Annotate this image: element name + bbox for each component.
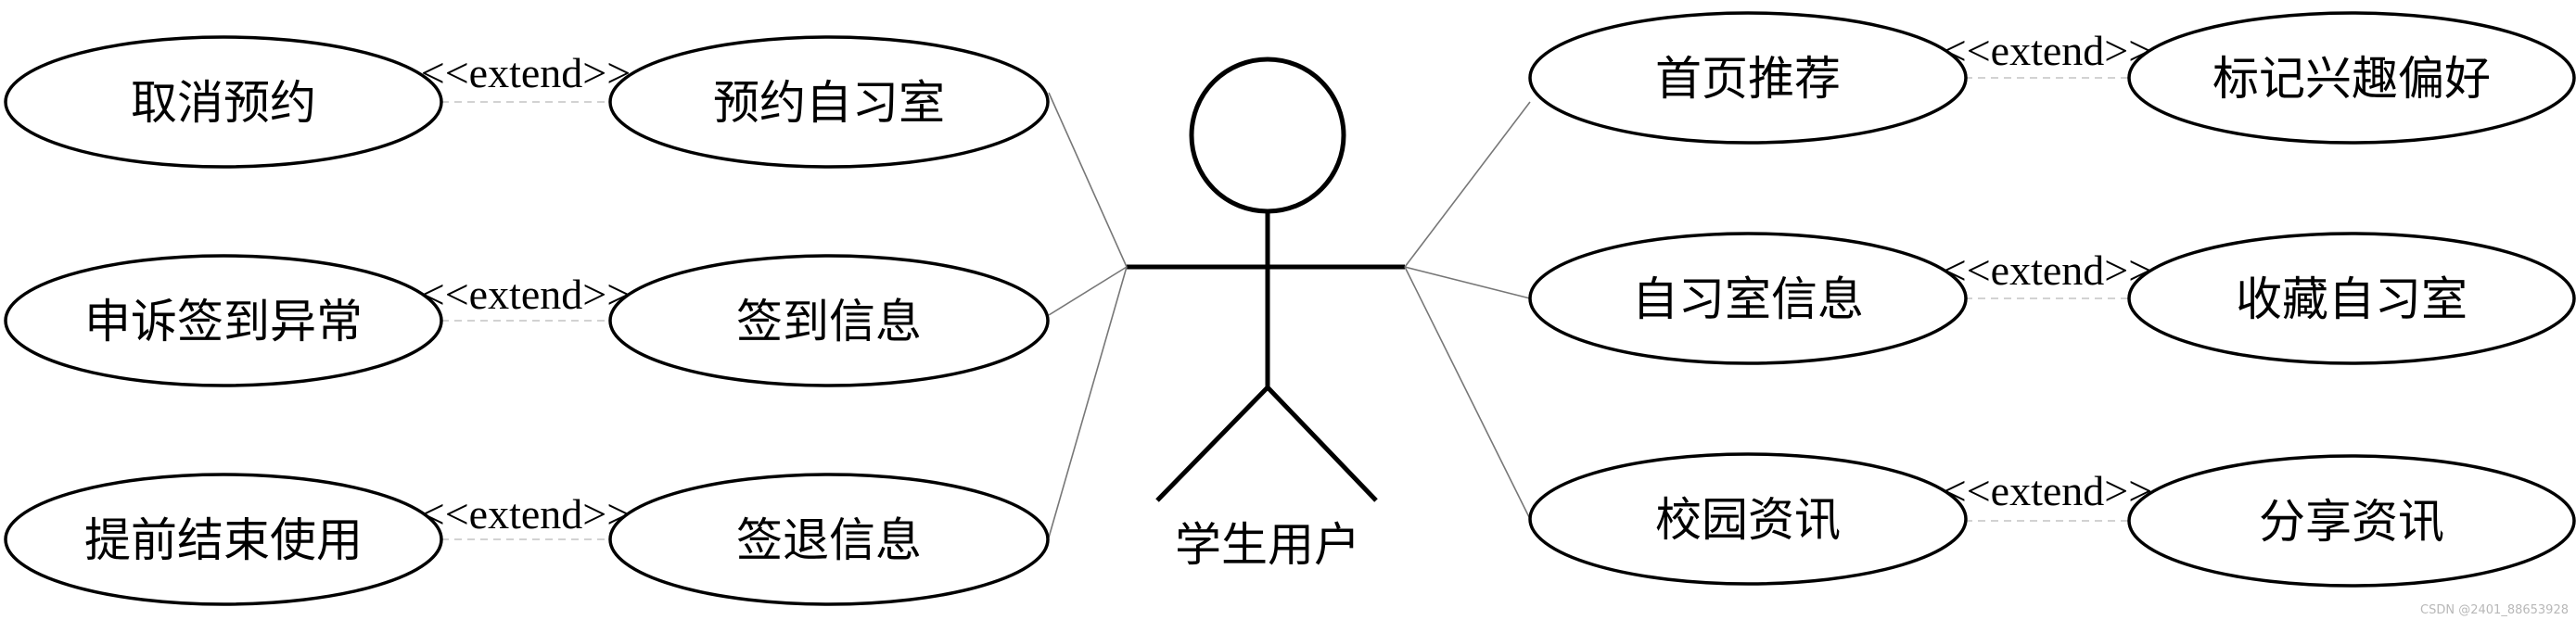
use-case-ellipse: [608, 35, 1050, 169]
use-case-ellipse: [2127, 232, 2576, 365]
use-case-label: 预约自习室: [713, 76, 945, 130]
use-case-label: 签退信息: [736, 513, 922, 567]
use-case-label: 收藏自习室: [2236, 272, 2468, 326]
extend-stereotype: <<extend>>: [1943, 27, 2152, 74]
watermark: CSDN @2401_88653928: [2420, 603, 2569, 617]
actor-left-leg: [1155, 386, 1269, 502]
use-case-label: 分享资讯: [2259, 495, 2444, 549]
association-line-home: [1404, 101, 1531, 268]
use-case-label: 提前结束使用: [84, 513, 363, 567]
association-line-checkout: [1048, 266, 1128, 538]
use-case-favorite-room: 收藏自习室: [2127, 232, 2576, 365]
use-case-reserve-study-room: 预约自习室: [608, 35, 1050, 169]
use-case-appeal-checkin: 申诉签到异常: [4, 254, 443, 387]
use-case-label: 取消预约: [131, 76, 316, 130]
extend-stereotype: <<extend>>: [421, 490, 631, 538]
use-case-label: 标记兴趣偏好: [2213, 52, 2491, 106]
use-case-campus-news: 校园资讯: [1528, 452, 1968, 586]
use-case-label: 校园资讯: [1655, 493, 1841, 547]
left-use-cases: 取消预约 预约自习室 <<extend>> 申诉签到异常 签到信息 <<exte…: [4, 35, 1050, 606]
use-case-ellipse: [2127, 454, 2576, 588]
actor-head: [1189, 57, 1346, 214]
use-case-ellipse: [4, 473, 443, 606]
use-case-mark-interest: 标记兴趣偏好: [2127, 11, 2576, 145]
extend-stereotype: <<extend>>: [1943, 467, 2152, 514]
use-case-cancel-reservation: 取消预约: [4, 35, 443, 169]
association-line-room-info: [1404, 266, 1531, 299]
use-case-home-recommend: 首页推荐: [1528, 11, 1968, 145]
extend-stereotype: <<extend>>: [1943, 247, 2152, 294]
actor-student-user: 学生用户: [1127, 57, 1405, 572]
association-line-news: [1404, 266, 1531, 520]
use-case-ellipse: [4, 254, 443, 387]
use-case-label: 签到信息: [736, 295, 922, 348]
use-case-room-info: 自习室信息: [1528, 232, 1968, 365]
use-case-ellipse: [608, 473, 1050, 606]
right-use-cases: 首页推荐 标记兴趣偏好 <<extend>> 自习室信息 收藏自习室 <<ext…: [1528, 11, 2576, 588]
use-case-ellipse: [608, 254, 1050, 387]
use-case-label: 自习室信息: [1632, 272, 1864, 326]
use-case-ellipse: [1528, 452, 1968, 586]
extend-stereotype: <<extend>>: [421, 49, 631, 96]
use-case-ellipse: [1528, 232, 1968, 365]
use-case-end-early: 提前结束使用: [4, 473, 443, 606]
use-case-ellipse: [1528, 11, 1968, 145]
association-line-reserve: [1048, 92, 1128, 268]
use-case-checkin-info: 签到信息: [608, 254, 1050, 387]
extend-stereotype: <<extend>>: [421, 271, 631, 318]
use-case-ellipse: [2127, 11, 2576, 145]
use-case-share-news: 分享资讯: [2127, 454, 2576, 588]
actor-label: 学生用户: [1175, 518, 1360, 572]
association-line-checkin: [1048, 266, 1128, 316]
use-case-label: 首页推荐: [1655, 52, 1841, 106]
associations: [1048, 92, 1531, 538]
use-case-checkout-info: 签退信息: [608, 473, 1050, 606]
extend-lines: [441, 77, 2129, 540]
actor-right-leg: [1266, 386, 1378, 502]
use-case-label: 申诉签到异常: [84, 295, 363, 348]
use-case-ellipse: [4, 35, 443, 169]
